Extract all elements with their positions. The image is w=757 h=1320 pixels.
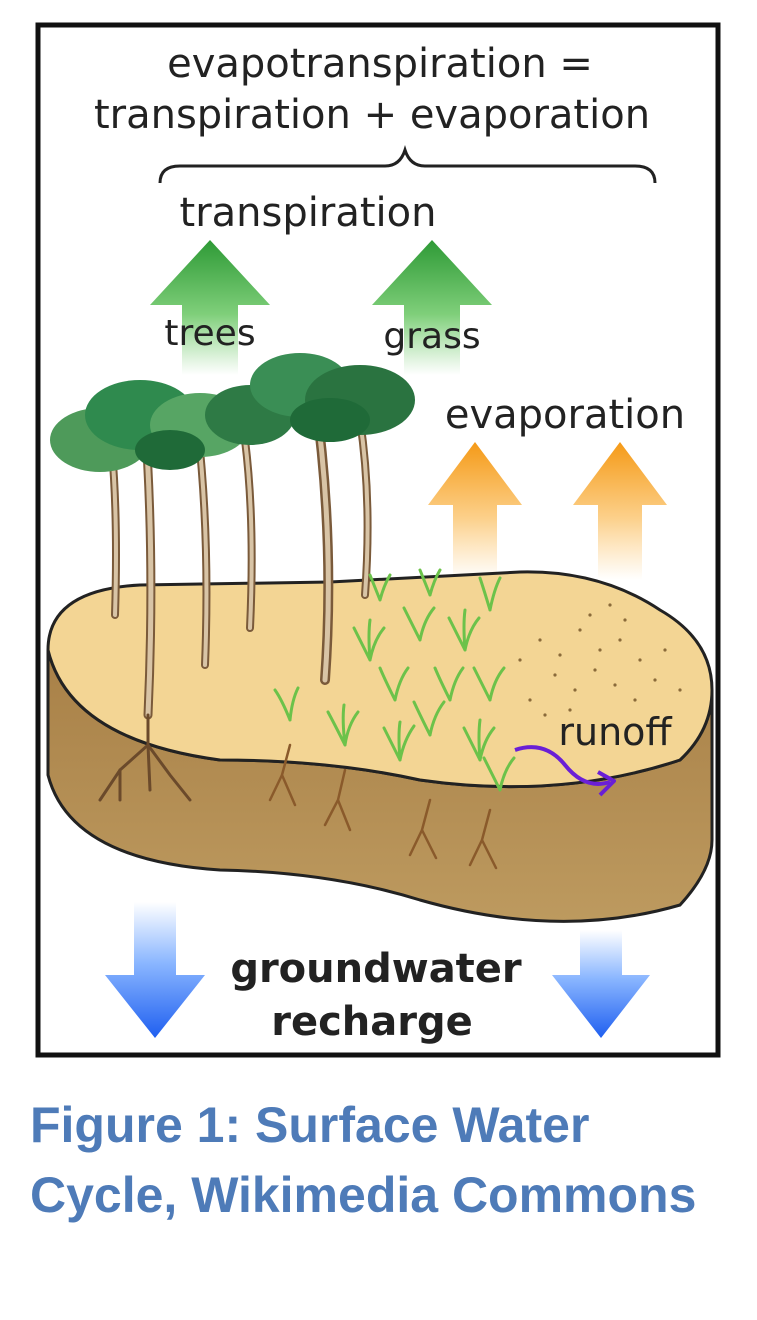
grass-roots	[268, 743, 498, 870]
trees-label: trees	[164, 313, 255, 354]
evaporation-arrow-left	[428, 442, 522, 580]
transpiration-label: transpiration	[180, 190, 437, 236]
equation-line-2: transpiration + evaporation	[94, 92, 650, 138]
soil-slab	[46, 570, 714, 923]
groundwater-label-line-1: groundwater	[230, 946, 522, 992]
runoff-label: runoff	[558, 710, 672, 754]
water-cycle-diagram: evapotranspiration = transpiration + eva…	[35, 22, 721, 1058]
tree-roots	[98, 713, 192, 802]
grass-label: grass	[383, 316, 480, 357]
figure-caption: Figure 1: Surface Water Cycle, Wikimedia…	[30, 1097, 697, 1223]
groundwater-arrow-left	[105, 902, 205, 1038]
tree-canopies	[50, 353, 415, 472]
evaporation-arrow-right	[573, 442, 667, 580]
grass-tufts	[273, 568, 516, 792]
evaporation-label: evaporation	[445, 392, 685, 438]
curly-brace	[158, 144, 657, 184]
groundwater-arrow-right	[552, 930, 650, 1038]
sand-texture	[518, 603, 682, 717]
trees-transpiration-arrow	[150, 240, 270, 375]
runoff-arrowhead	[597, 770, 616, 797]
runoff-arrow	[514, 745, 611, 786]
equation-line-1: evapotranspiration =	[167, 41, 593, 87]
tree-trunks	[108, 390, 372, 720]
groundwater-label-line-2: recharge	[271, 999, 473, 1045]
grass-transpiration-arrow	[372, 240, 492, 375]
